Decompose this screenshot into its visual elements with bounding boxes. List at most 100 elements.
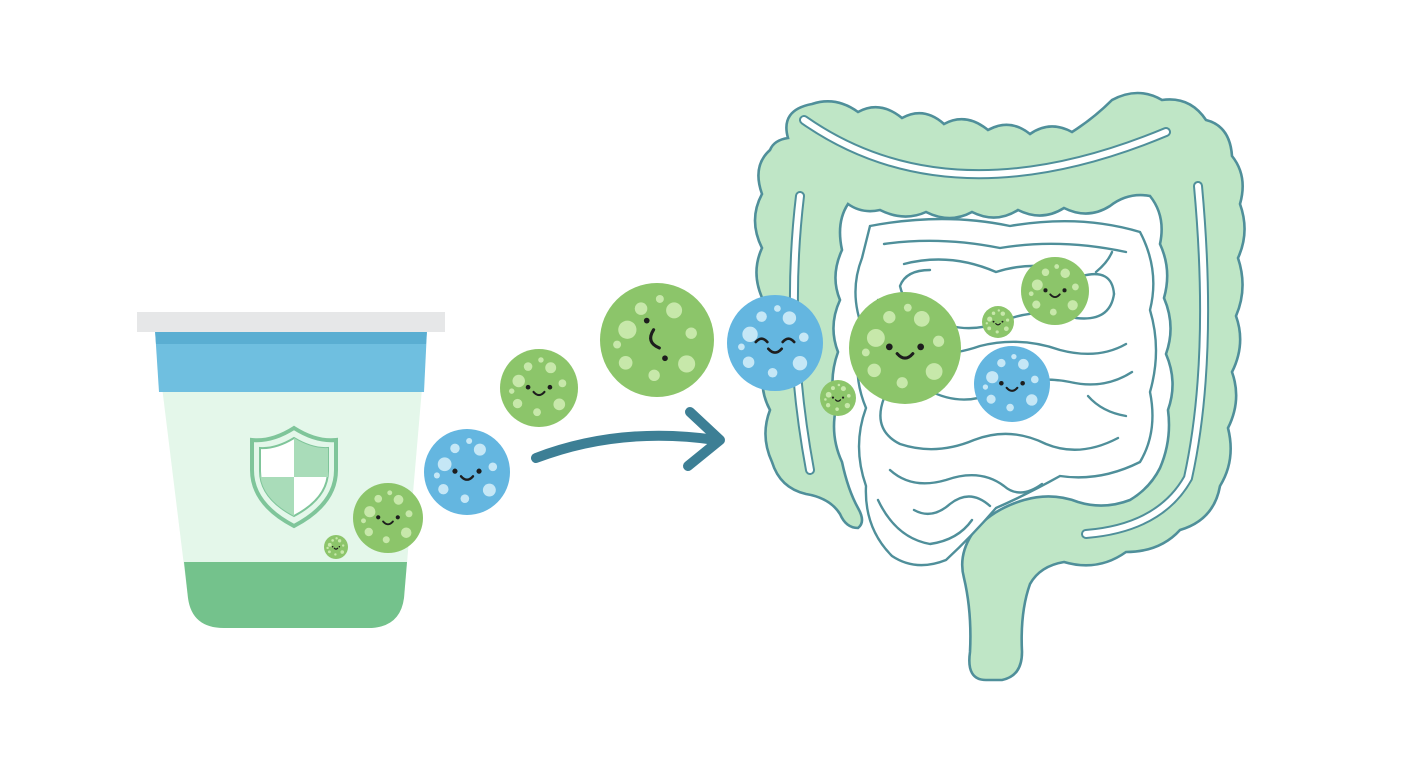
microbe-spot <box>883 311 896 324</box>
microbe-spot <box>634 302 648 315</box>
microbe-spot <box>613 340 622 349</box>
microbe-spot <box>678 355 696 373</box>
cup-band <box>155 330 427 392</box>
microbe-spot <box>987 316 993 322</box>
microbe-spot <box>982 384 989 390</box>
microbe-spot <box>488 462 498 472</box>
microbe-spot <box>835 407 839 411</box>
microbe-spot <box>382 536 390 544</box>
green-microbe <box>849 292 961 404</box>
microbe-face <box>885 343 925 360</box>
microbe-spot <box>473 443 486 456</box>
microbe-spot <box>986 394 996 404</box>
microbe-spot <box>799 332 809 343</box>
microbe-spot <box>685 327 697 339</box>
microbe-spot <box>512 398 523 409</box>
arrow-right-icon <box>531 407 725 471</box>
microbe-spot <box>995 330 999 334</box>
microbe-spot <box>340 550 345 554</box>
microbe-spot <box>361 518 366 524</box>
green-microbe <box>982 306 1014 338</box>
microbe-face <box>831 396 845 402</box>
microbe-face <box>992 320 1004 326</box>
microbe-spot <box>437 457 452 472</box>
shield-icon <box>250 425 338 529</box>
blue-microbe <box>727 295 823 391</box>
microbe-spot <box>331 539 334 542</box>
microbe-spot <box>774 305 781 312</box>
microbe-spot <box>738 343 745 351</box>
cup-band-shade <box>155 330 427 344</box>
microbe-spot <box>861 348 870 357</box>
microbe-spot <box>925 363 943 380</box>
microbe-spot <box>1006 403 1014 412</box>
microbe-spot <box>1006 318 1010 322</box>
microbe-spot <box>327 542 332 547</box>
cup-lid <box>137 312 445 332</box>
microbe-face <box>1043 288 1067 299</box>
microbe-spot <box>1003 326 1009 332</box>
microbe-spot <box>987 326 992 331</box>
microbe-spot <box>991 311 996 315</box>
microbe-spot <box>512 374 525 388</box>
yogurt-cup <box>137 312 445 628</box>
microbe-spot <box>523 362 533 371</box>
microbe-spot <box>997 309 1000 312</box>
microbe-spot <box>782 311 797 325</box>
microbe-spot <box>364 506 376 518</box>
cup-base <box>184 562 407 628</box>
microbe-spot <box>896 377 908 389</box>
microbe-spot <box>844 402 851 409</box>
microbe-spot <box>825 403 831 408</box>
microbe-spot <box>618 320 637 339</box>
microbe-spot <box>837 383 841 387</box>
microbe-spot <box>326 546 329 550</box>
microbe-spot <box>433 472 440 479</box>
microbe-spot <box>374 494 383 503</box>
microbe-face <box>999 380 1025 392</box>
microbe-spot <box>903 303 912 312</box>
microbe-spot <box>538 357 544 363</box>
microbe-spot <box>985 322 988 325</box>
microbe-face <box>643 317 668 362</box>
green-microbe <box>324 535 348 559</box>
microbe-spot <box>1000 311 1006 316</box>
green-microbe <box>820 380 856 416</box>
microbe-spot <box>1049 308 1057 316</box>
microbe-spot <box>756 311 767 322</box>
green-microbe <box>353 483 423 553</box>
microbe-spot <box>393 494 404 505</box>
microbe-face <box>452 468 482 481</box>
microbe-face <box>525 384 553 397</box>
microbe-spot <box>618 355 633 370</box>
microbe-spot <box>1011 353 1017 360</box>
microbe-spot <box>1060 268 1070 279</box>
microbe-spot <box>824 398 827 401</box>
microbe-spot <box>334 553 337 556</box>
microbe-spot <box>666 302 683 319</box>
microbe-spot <box>508 388 515 394</box>
microbe-spot <box>450 443 460 454</box>
microbe-spot <box>866 328 885 347</box>
microbe-spot <box>405 510 413 518</box>
microbe-spot <box>1067 300 1078 311</box>
microbe-spot <box>1026 394 1038 406</box>
microbes <box>324 257 1089 559</box>
green-microbe <box>600 283 714 397</box>
microbe-spot <box>986 371 999 384</box>
microbe-spot <box>840 386 846 392</box>
microbe-spot <box>913 311 930 327</box>
microbe-spot <box>867 363 881 378</box>
microbe-spot <box>466 438 473 445</box>
microbe-spot <box>1032 300 1041 309</box>
microbe-spot <box>825 391 832 398</box>
microbe-spot <box>460 494 470 503</box>
microbe-spot <box>482 483 496 497</box>
microbe-spot <box>558 379 567 388</box>
microbe-spot <box>655 294 664 303</box>
microbe-spot <box>1031 279 1043 291</box>
microbe-spot <box>830 386 835 391</box>
microbe-spot <box>933 335 945 347</box>
